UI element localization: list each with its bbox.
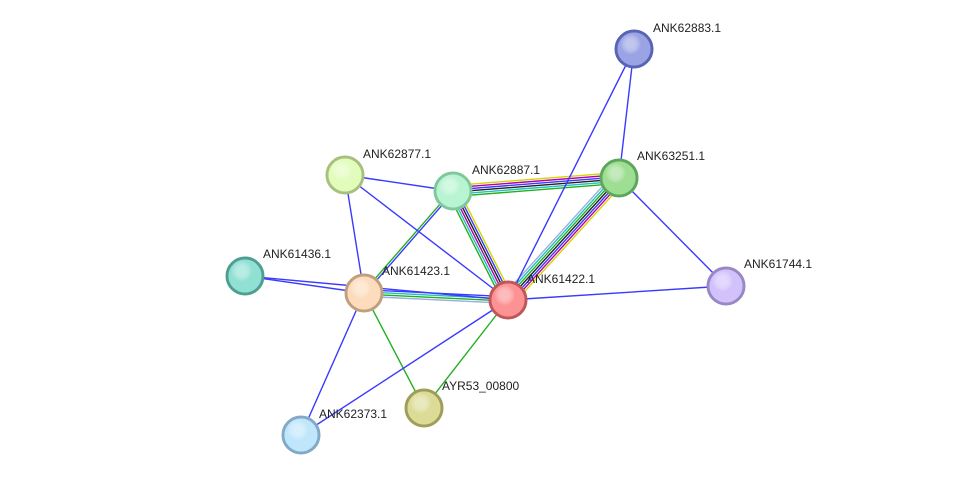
edge-ank63251-1-ank61744-1[interactable] bbox=[618, 177, 727, 287]
node-label: ANK62887.1 bbox=[472, 163, 540, 177]
edge-evidence-line bbox=[508, 178, 622, 303]
edge-evidence-line bbox=[362, 189, 453, 293]
edge-evidence-line bbox=[618, 48, 635, 179]
edge-evidence-line bbox=[364, 191, 455, 295]
edge-evidence-line bbox=[452, 178, 620, 193]
node-highlight bbox=[617, 32, 651, 66]
node-ank61423-1[interactable]: ANK61423.1 bbox=[344, 264, 450, 313]
node-label: ANK61744.1 bbox=[744, 257, 812, 271]
edge-evidence-line bbox=[363, 293, 509, 302]
edge-evidence-line bbox=[453, 189, 510, 301]
node-label: AYR53_00800 bbox=[442, 379, 520, 393]
node-label: ANK62373.1 bbox=[319, 407, 387, 421]
node-highlight bbox=[436, 174, 470, 208]
edge-ank61422-1-ank61744-1[interactable] bbox=[507, 285, 727, 301]
edge-evidence-line bbox=[449, 191, 506, 303]
node-highlight bbox=[407, 391, 441, 425]
node-label: ANK62883.1 bbox=[653, 21, 721, 35]
edge-ank61423-1-ayr53-00800[interactable] bbox=[363, 292, 425, 409]
edge-evidence-line bbox=[510, 180, 623, 304]
node-highlight bbox=[284, 418, 318, 452]
node-highlight bbox=[228, 259, 262, 293]
edge-evidence-line bbox=[447, 192, 504, 304]
edge-evidence-line bbox=[300, 299, 509, 436]
node-highlight bbox=[602, 161, 636, 195]
node-label: ANK61422.1 bbox=[527, 272, 595, 286]
node-ank61436-1[interactable]: ANK61436.1 bbox=[225, 247, 331, 296]
node-ank61422-1[interactable]: ANK61422.1 bbox=[488, 272, 595, 320]
edge-ank61423-1-ank61422-1[interactable] bbox=[363, 289, 509, 304]
node-label: ANK63251.1 bbox=[637, 149, 705, 163]
edge-ank62877-1-ank61422-1[interactable] bbox=[344, 174, 509, 301]
edge-evidence-line bbox=[344, 174, 365, 294]
edge-evidence-line bbox=[451, 171, 620, 187]
node-highlight bbox=[328, 158, 362, 192]
edge-ank62883-1-ank61422-1[interactable] bbox=[507, 48, 635, 301]
node-ank61744-1[interactable]: ANK61744.1 bbox=[706, 257, 812, 306]
node-label: ANK62877.1 bbox=[363, 147, 431, 161]
node-ank63251-1[interactable]: ANK63251.1 bbox=[599, 149, 705, 198]
edge-evidence-line bbox=[244, 275, 365, 294]
edge-ank61423-1-ank62373-1[interactable] bbox=[300, 292, 365, 436]
edge-evidence-line bbox=[363, 292, 425, 409]
edge-evidence-line bbox=[452, 174, 620, 189]
edge-ank62887-1-ank63251-1[interactable] bbox=[451, 171, 621, 198]
edge-evidence-line bbox=[502, 172, 615, 297]
edge-ank63251-1-ank61422-1[interactable] bbox=[502, 172, 625, 306]
edge-evidence-line bbox=[451, 190, 508, 302]
edge-evidence-line bbox=[507, 285, 727, 301]
edge-evidence-line bbox=[505, 175, 619, 300]
node-label: ANK61436.1 bbox=[263, 247, 331, 261]
edge-ank62887-1-ank61422-1[interactable] bbox=[447, 187, 514, 304]
node-highlight bbox=[491, 283, 525, 317]
edges-layer bbox=[244, 48, 727, 436]
edge-evidence-line bbox=[512, 181, 625, 306]
node-ank62877-1[interactable]: ANK62877.1 bbox=[325, 147, 431, 195]
edge-evidence-line bbox=[452, 182, 621, 198]
edge-evidence-line bbox=[423, 299, 509, 409]
edge-ank61436-1-ank61423-1[interactable] bbox=[244, 275, 365, 294]
edge-ank61423-1-ank62887-1[interactable] bbox=[362, 189, 455, 295]
edge-ank61422-1-ayr53-00800[interactable] bbox=[423, 299, 509, 409]
edge-evidence-line bbox=[300, 292, 365, 436]
node-ank62887-1[interactable]: ANK62887.1 bbox=[433, 163, 540, 211]
edge-evidence-line bbox=[457, 187, 514, 299]
edge-evidence-line bbox=[452, 180, 620, 195]
edge-evidence-line bbox=[618, 177, 727, 287]
edge-evidence-line bbox=[504, 174, 617, 298]
node-highlight bbox=[709, 269, 743, 303]
edge-evidence-line bbox=[452, 176, 620, 191]
edge-evidence-line bbox=[507, 177, 620, 301]
edge-evidence-line bbox=[363, 295, 509, 304]
edge-ank62877-1-ank61423-1[interactable] bbox=[344, 174, 365, 294]
node-label: ANK61423.1 bbox=[382, 264, 450, 278]
node-highlight bbox=[347, 276, 381, 310]
node-ayr53-00800[interactable]: AYR53_00800 bbox=[404, 379, 520, 428]
edge-ank61422-1-ank62373-1[interactable] bbox=[300, 299, 509, 436]
edge-evidence-line bbox=[455, 188, 512, 300]
node-ank62883-1[interactable]: ANK62883.1 bbox=[614, 21, 721, 69]
edge-evidence-line bbox=[507, 48, 635, 301]
node-ank62373-1[interactable]: ANK62373.1 bbox=[281, 407, 387, 455]
edge-evidence-line bbox=[344, 174, 509, 301]
edge-ank62883-1-ank63251-1[interactable] bbox=[618, 48, 635, 179]
